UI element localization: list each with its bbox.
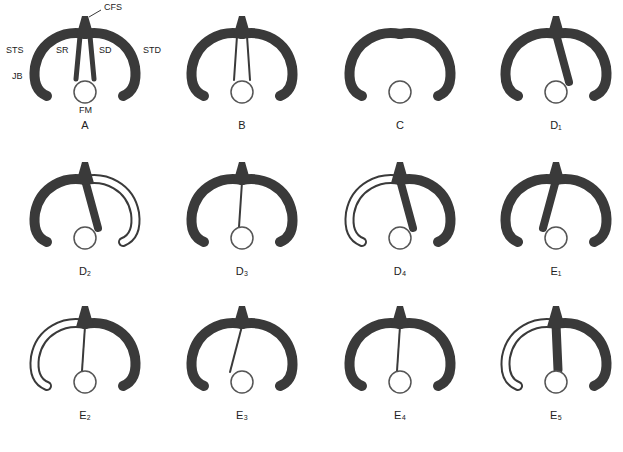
central-sinus xyxy=(85,180,98,228)
confluence-peak xyxy=(76,16,94,37)
confluence-peak xyxy=(76,162,94,183)
confluence-peak xyxy=(233,306,251,327)
confluence-peak xyxy=(547,162,565,183)
sinus-variant xyxy=(506,306,607,393)
central-sinus xyxy=(556,324,558,370)
panel-label: E₃ xyxy=(235,410,249,421)
sinus-variant xyxy=(35,16,136,103)
sinus-variant xyxy=(192,306,293,393)
sinus-variant xyxy=(350,162,451,249)
foramen-magnum xyxy=(389,81,411,103)
panel-label: E₂ xyxy=(78,410,92,421)
foramen-magnum xyxy=(231,227,253,249)
confluence-peak xyxy=(233,162,251,183)
foramen-magnum xyxy=(389,227,411,249)
sinus-variant xyxy=(35,306,136,393)
foramen-magnum xyxy=(545,227,567,249)
sinus-variant xyxy=(506,162,607,249)
sinus-abbreviation: SD xyxy=(98,46,113,55)
central-sinus xyxy=(397,326,400,371)
confluence-peak xyxy=(391,162,409,183)
sinus-variant xyxy=(350,306,451,393)
sinus-abbreviation: STD xyxy=(142,46,162,55)
panel-label: E₄ xyxy=(393,410,407,421)
panel-label: B xyxy=(237,120,246,131)
central-sinus xyxy=(400,180,413,228)
sinus-variant xyxy=(192,16,293,103)
sinus-abbreviation: FM xyxy=(78,106,93,115)
foramen-magnum xyxy=(389,371,411,393)
foramen-magnum xyxy=(74,227,96,249)
sinus-abbreviation: JB xyxy=(11,72,24,81)
confluence-peak xyxy=(391,306,409,327)
sinus-abbreviation: STS xyxy=(5,46,25,55)
panel-label: D₃ xyxy=(235,266,249,277)
sinus-variant xyxy=(35,162,136,249)
confluence-peak xyxy=(76,306,94,327)
foramen-magnum xyxy=(545,371,567,393)
foramen-magnum xyxy=(74,81,96,103)
central-sinus xyxy=(82,326,85,371)
central-sinus xyxy=(247,36,250,80)
sinus-abbreviation: SR xyxy=(55,46,70,55)
foramen-magnum xyxy=(74,371,96,393)
confluence-peak xyxy=(547,306,565,327)
sinus-variant xyxy=(506,16,607,103)
sinus-variant xyxy=(350,33,451,103)
panel-label: A xyxy=(80,120,89,131)
panel-label: C xyxy=(395,120,405,131)
foramen-magnum xyxy=(231,81,253,103)
central-sinus xyxy=(76,36,80,79)
panel-label: E₁ xyxy=(549,266,562,277)
panel-label: D₂ xyxy=(78,266,92,277)
sinus-variant xyxy=(192,162,293,249)
central-sinus xyxy=(543,180,556,228)
panel-label: D₄ xyxy=(393,266,407,277)
sinus-abbreviation: CFS xyxy=(103,3,123,12)
central-sinus xyxy=(90,36,94,79)
confluence-peak xyxy=(547,16,565,37)
central-sinus xyxy=(230,326,242,372)
central-sinus xyxy=(556,34,569,82)
foramen-magnum xyxy=(545,81,567,103)
foramen-magnum xyxy=(231,371,253,393)
panel-label: D₁ xyxy=(549,120,563,131)
central-sinus xyxy=(239,182,242,227)
confluence-peak xyxy=(233,16,251,37)
central-sinus xyxy=(234,36,237,80)
leader-line xyxy=(89,10,101,17)
panel-label: E₅ xyxy=(549,410,563,421)
